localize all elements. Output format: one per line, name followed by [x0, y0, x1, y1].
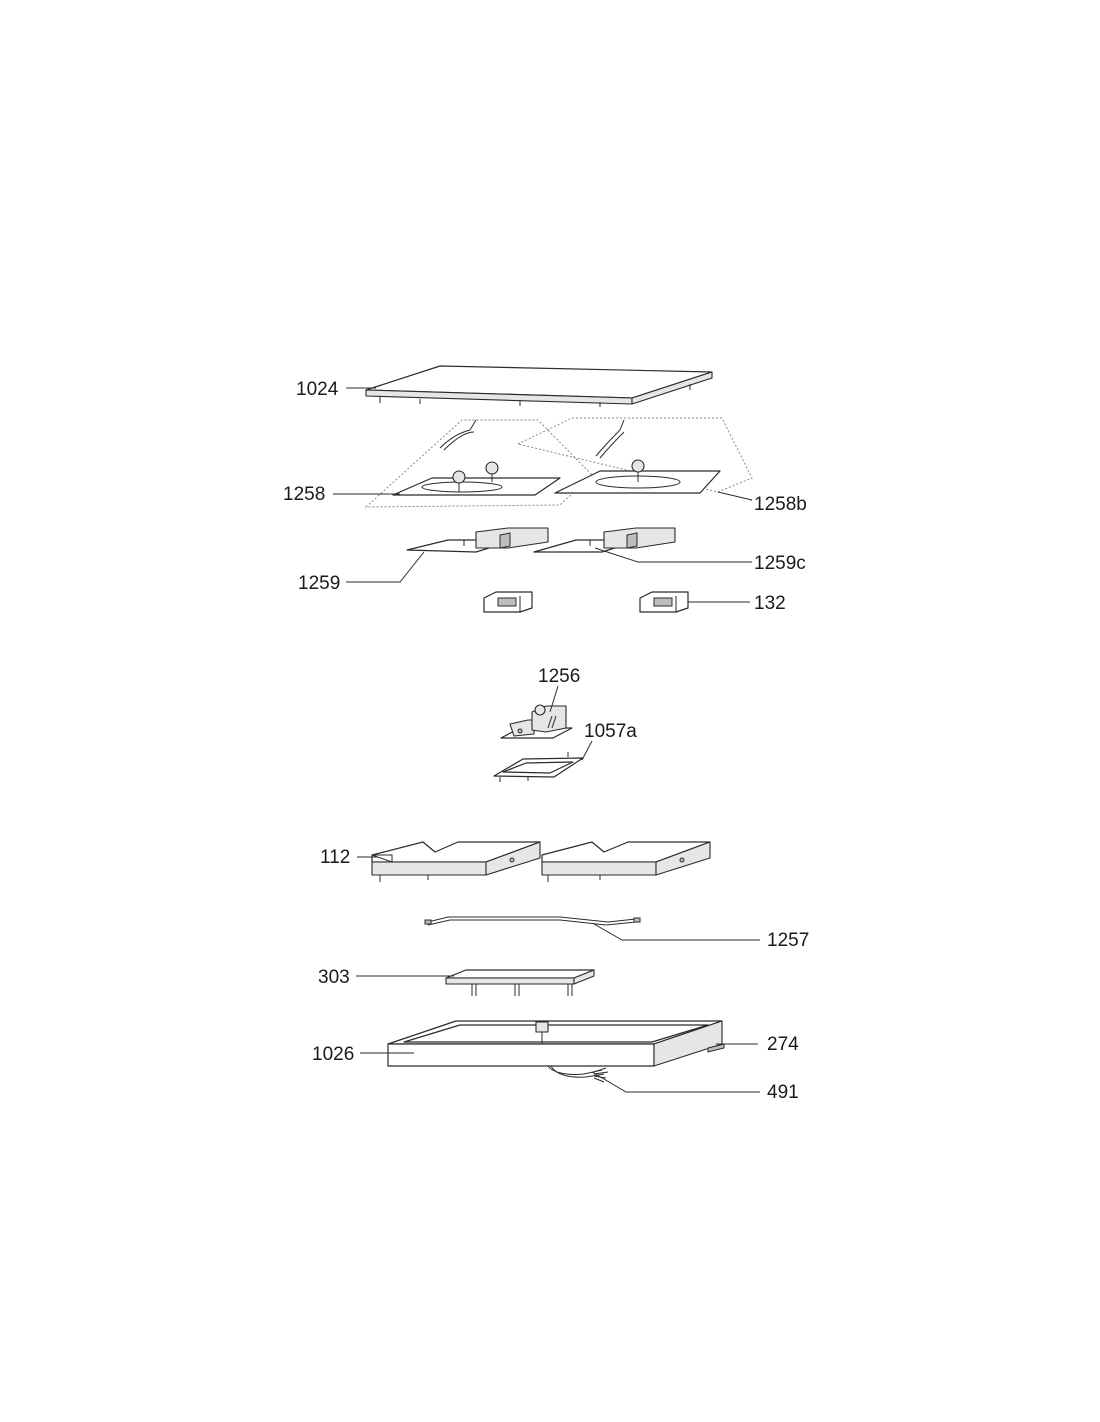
label-274: 274 — [767, 1034, 799, 1055]
label-1257: 1257 — [767, 930, 809, 951]
label-132: 132 — [754, 593, 786, 614]
label-1026: 1026 — [312, 1044, 354, 1065]
label-112: 112 — [320, 847, 350, 868]
part-1258-heating-element-left — [364, 419, 593, 508]
part-1258b-heating-element-right — [516, 417, 753, 494]
part-1259-control-board-left — [406, 527, 549, 553]
label-1259: 1259 — [298, 573, 340, 594]
label-1024: 1024 — [296, 379, 339, 400]
label-1259c: 1259c — [754, 553, 806, 574]
label-1256: 1256 — [538, 666, 580, 687]
part-1257-cable — [424, 916, 641, 926]
label-491: 491 — [767, 1082, 799, 1103]
part-303-bracket — [445, 969, 595, 996]
part-1026-bottom-housing — [387, 1020, 725, 1067]
part-1259c-control-board-right — [533, 527, 676, 553]
part-491-power-cord — [547, 1065, 609, 1083]
part-1256-power-module — [500, 704, 573, 739]
part-112-coil-trays — [371, 841, 711, 882]
leader-lines — [333, 387, 760, 1093]
part-132-blocks — [483, 591, 689, 613]
label-1258: 1258 — [283, 484, 325, 505]
part-1024-glass-top — [365, 365, 713, 407]
label-1057a: 1057a — [584, 721, 637, 742]
label-1258b: 1258b — [754, 494, 807, 515]
label-303: 303 — [318, 967, 350, 988]
part-1057a-frame — [493, 752, 584, 782]
